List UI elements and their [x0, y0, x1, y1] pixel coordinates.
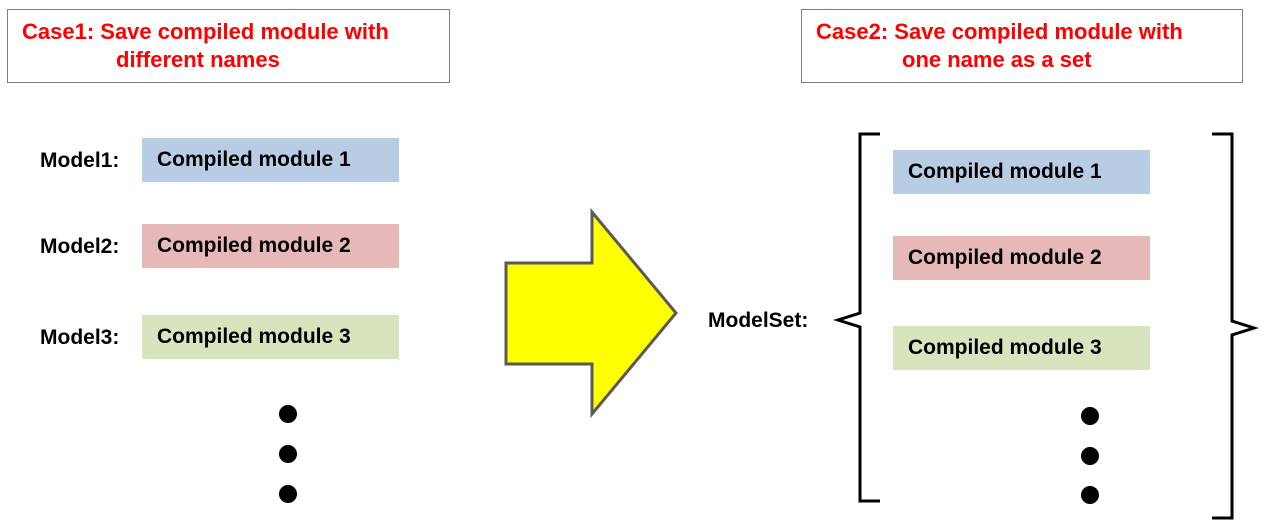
case1-ellipsis-dot-3 — [279, 485, 297, 503]
model2-label: Model2: — [40, 235, 120, 258]
case1-title-line1: Case1: Save compiled module with — [22, 19, 389, 44]
left-brace — [833, 132, 880, 503]
model1-label: Model1: — [40, 149, 120, 172]
case2-module-1-label: Compiled module 1 — [908, 160, 1102, 183]
case1-module-3-label: Compiled module 3 — [157, 325, 351, 348]
case2-title-box: Case2: Save compiled module with one nam… — [801, 9, 1243, 83]
modelset-label: ModelSet: — [708, 309, 809, 332]
case1-ellipsis-dot-2 — [279, 445, 297, 463]
case1-module-1-label: Compiled module 1 — [157, 148, 351, 171]
case2-ellipsis-dot-2 — [1081, 447, 1099, 465]
case2-title-line1: Case2: Save compiled module with — [816, 19, 1183, 44]
case2-title-line2: one name as a set — [902, 47, 1092, 72]
case2-module-2-box: Compiled module 2 — [893, 236, 1150, 280]
case2-ellipsis-dot-1 — [1081, 407, 1099, 425]
case1-title-line2: different names — [116, 47, 280, 72]
arrow-shape — [504, 207, 678, 419]
case2-module-2-label: Compiled module 2 — [908, 246, 1102, 269]
model3-label: Model3: — [40, 326, 120, 349]
case1-module-3-box: Compiled module 3 — [142, 315, 399, 359]
case2-module-3-box: Compiled module 3 — [893, 326, 1150, 370]
right-brace — [1212, 132, 1259, 520]
case2-module-3-label: Compiled module 3 — [908, 336, 1102, 359]
case1-module-2-box: Compiled module 2 — [142, 224, 399, 268]
case1-title-box: Case1: Save compiled module with differe… — [7, 9, 450, 83]
case1-module-1-box: Compiled module 1 — [142, 138, 399, 182]
case2-module-1-box: Compiled module 1 — [893, 150, 1150, 194]
case2-ellipsis-dot-3 — [1081, 486, 1099, 504]
case1-module-2-label: Compiled module 2 — [157, 234, 351, 257]
case1-ellipsis-dot-1 — [279, 405, 297, 423]
